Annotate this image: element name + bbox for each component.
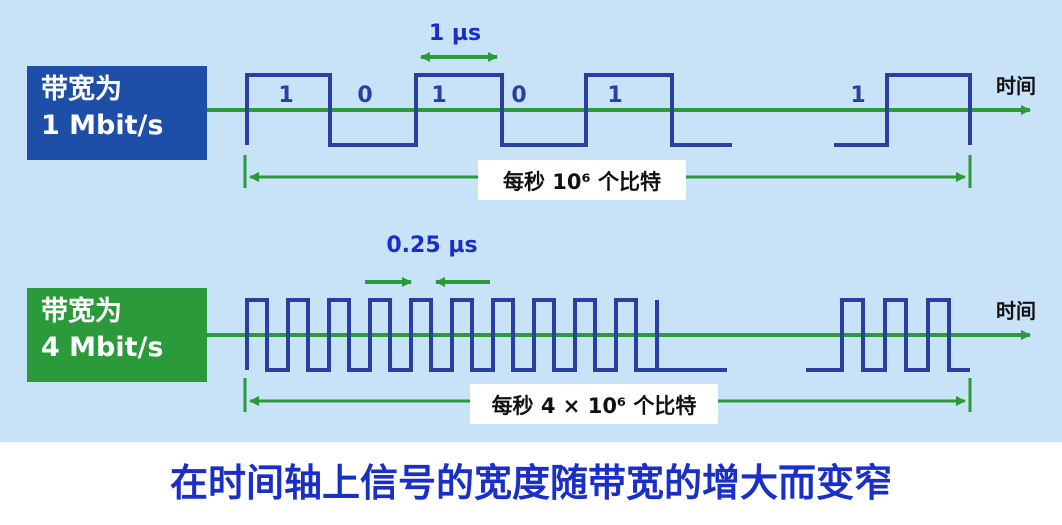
bit-label: 1 (850, 83, 865, 108)
badge-title: 带宽为 (41, 296, 122, 327)
span-label-box-top (478, 160, 686, 200)
signal-waveform-bottom (245, 298, 970, 372)
bit-label: 1 (278, 83, 293, 108)
badge-title: 带宽为 (41, 74, 122, 105)
badge-rate: 4 Mbit/s (41, 332, 164, 363)
badge-rate: 1 Mbit/s (41, 110, 164, 141)
bit-label: 0 (357, 83, 372, 108)
bit-label: 1 (607, 83, 622, 108)
time-axis-label-bottom: 时间 (996, 299, 1036, 323)
bandwidth-badge-1mbps: 带宽为 1 Mbit/s (27, 66, 207, 160)
diagram-caption: 在时间轴上信号的宽度随带宽的增大而变窄 (169, 461, 892, 505)
bandwidth-badge-4mbps: 带宽为 4 Mbit/s (27, 288, 207, 382)
signal-waveform-top (245, 73, 972, 147)
span-label-top: 每秒 10⁶ 个比特 (503, 170, 661, 194)
span-label-box-bottom (470, 384, 718, 424)
duration-label-bottom: 0.25 µs (386, 233, 477, 258)
duration-label-top: 1 µs (429, 21, 481, 46)
signal-diagram: 时间 1 0 1 0 1 1 1 µs 每秒 10⁶ 个比特 时间 0.25 µ… (207, 21, 1036, 424)
bit-label: 1 (431, 83, 446, 108)
time-axis-label-top: 时间 (996, 74, 1036, 98)
bit-label: 0 (511, 83, 526, 108)
span-label-bottom: 每秒 4 × 10⁶ 个比特 (492, 394, 697, 418)
